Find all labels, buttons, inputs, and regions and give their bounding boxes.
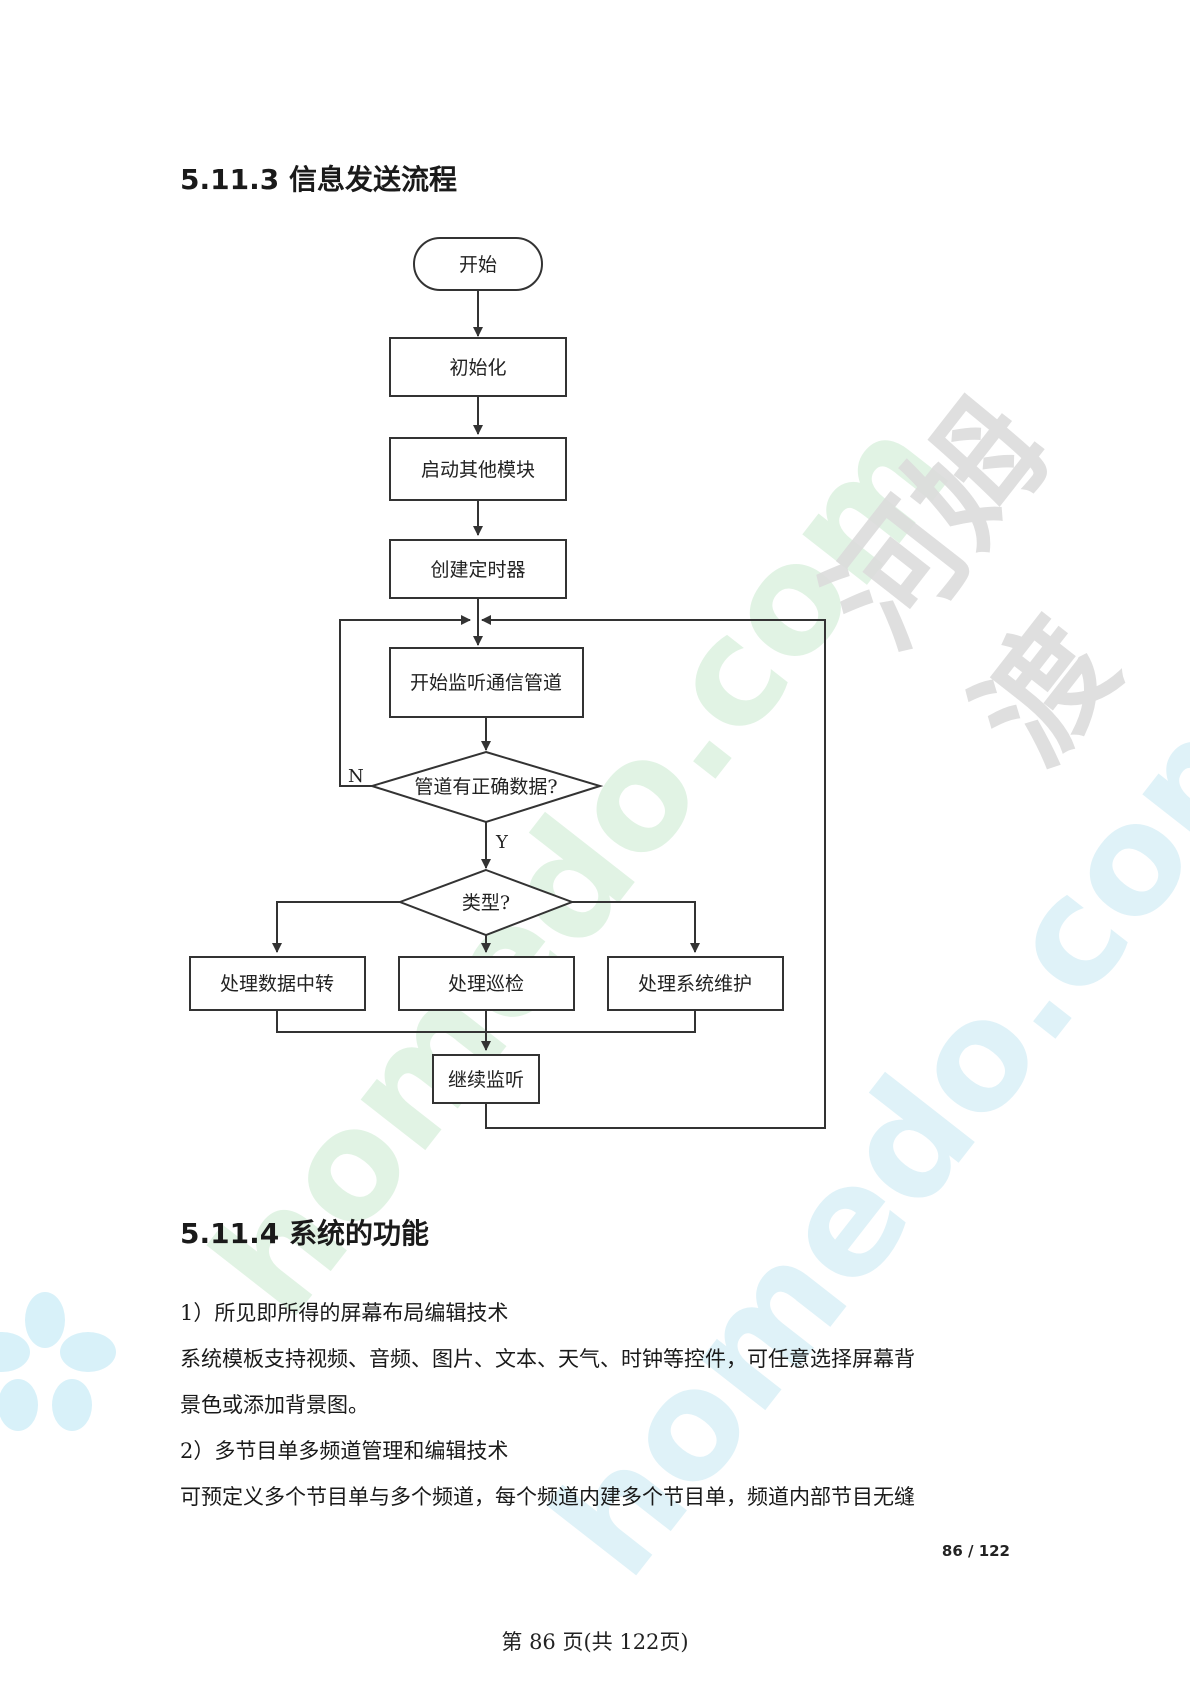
- watermark-flower-logo: [0, 1292, 116, 1431]
- section-heading-5-11-3: 5.11.3 信息发送流程: [180, 163, 457, 196]
- flow-node-start-modules-label: 启动其他模块: [421, 459, 535, 481]
- flow-node-continue: [432, 1054, 540, 1104]
- flow-node-type: [397, 868, 575, 937]
- flow-node-listen-label: 开始监听通信管道: [410, 672, 562, 694]
- flow-node-patrol-label: 处理巡检: [448, 973, 524, 995]
- paragraph-item-2-title: 2）多节目单多频道管理和编辑技术: [180, 1439, 509, 1463]
- flow-node-init-label: 初始化: [449, 357, 506, 379]
- paragraph-item-1-line-2: 景色或添加背景图。: [180, 1393, 369, 1417]
- flow-node-start: [413, 237, 543, 291]
- flow-node-maintain: [607, 956, 784, 1011]
- flow-node-init: [389, 337, 567, 397]
- flow-node-relay-label: 处理数据中转: [220, 973, 334, 995]
- flow-node-listen: [389, 647, 584, 718]
- flow-node-check-data: [368, 750, 604, 824]
- page-footer: 第 86 页(共 122页): [501, 1630, 689, 1654]
- flow-node-maintain-label: 处理系统维护: [638, 973, 752, 995]
- paragraph-item-2-line-1: 可预定义多个节目单与多个频道，每个频道内建多个节目单，频道内部节目无缝: [180, 1485, 915, 1509]
- flow-label-n: N: [348, 766, 364, 787]
- flow-node-check-data-label: 管道有正确数据?: [414, 776, 557, 798]
- paragraph-item-1-title: 1）所见即所得的屏幕布局编辑技术: [180, 1301, 509, 1325]
- flow-node-start-modules: [389, 437, 567, 501]
- flow-node-patrol: [398, 956, 575, 1011]
- flow-node-create-timer-label: 创建定时器: [430, 559, 525, 581]
- flow-node-type-label: 类型?: [462, 892, 510, 914]
- flow-node-create-timer: [389, 539, 567, 599]
- flow-node-relay: [189, 956, 366, 1011]
- flowchart: 开始 初始化 启动其他模块 创建定时器 开始监听通信管道 管道有正确数据? N …: [189, 237, 826, 1129]
- flow-node-start-label: 开始: [459, 254, 497, 276]
- page-number: 86 / 122: [941, 1542, 1010, 1560]
- section-heading-5-11-4: 5.11.4 系统的功能: [180, 1217, 429, 1250]
- paragraph-item-1-line-1: 系统模板支持视频、音频、图片、文本、天气、时钟等控件，可任意选择屏幕背: [180, 1347, 915, 1371]
- flow-node-continue-label: 继续监听: [448, 1069, 524, 1091]
- flow-label-y: Y: [495, 832, 509, 853]
